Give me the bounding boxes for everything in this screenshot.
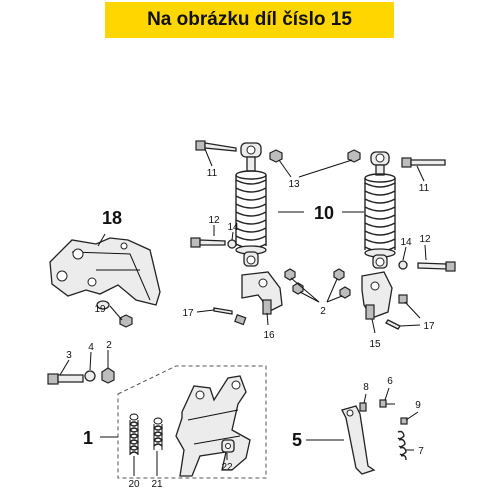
bolt-17-right[interactable] (385, 294, 408, 330)
callout-14: 14 (227, 222, 239, 233)
spring-20[interactable] (129, 413, 139, 455)
callout-3: 3 (66, 350, 72, 361)
title-banner: Na obrázku díl číslo 15 (105, 2, 394, 38)
nut-13-right[interactable] (347, 149, 361, 163)
callout-13: 13 (288, 179, 300, 190)
callout-10: 10 (314, 203, 334, 223)
bolt-11-right[interactable] (401, 157, 446, 168)
washer-4[interactable] (84, 370, 96, 382)
callout-9: 9 (415, 400, 421, 411)
callout-17: 17 (423, 321, 435, 332)
callout-18: 18 (102, 208, 122, 228)
bolt-8[interactable] (359, 402, 367, 412)
callout-22: 22 (221, 462, 233, 473)
callout-labels: 11 13 11 10 12 14 14 12 2 17 16 15 17 18… (66, 168, 435, 490)
nut-19[interactable] (119, 314, 133, 328)
bolt-3[interactable] (47, 373, 84, 385)
leader-lines (59, 148, 427, 476)
bolt-6[interactable] (379, 399, 395, 408)
right-shock-absorber[interactable] (364, 151, 396, 269)
bracket-15[interactable] (361, 271, 393, 320)
callout-6: 6 (387, 376, 393, 387)
bushing-22[interactable] (221, 439, 235, 453)
nut-13-left[interactable] (269, 149, 283, 163)
callout-4: 4 (88, 342, 94, 353)
nut-2-e[interactable] (101, 367, 115, 384)
callout-2: 2 (106, 340, 112, 351)
callout-11: 11 (419, 183, 430, 194)
callout-1: 1 (83, 428, 93, 448)
frame-bracket-18[interactable] (49, 237, 161, 306)
callout-11: 11 (207, 168, 218, 179)
callout-5: 5 (292, 430, 302, 450)
callout-17: 17 (182, 308, 194, 319)
washer-19[interactable] (96, 300, 110, 310)
callout-7: 7 (418, 446, 424, 457)
callout-16: 16 (263, 330, 275, 341)
callout-15: 15 (369, 339, 381, 350)
main-stand[interactable] (175, 375, 251, 477)
bolt-17-left[interactable] (213, 307, 247, 326)
bolt-11-left[interactable] (195, 140, 237, 152)
bracket-16[interactable] (241, 271, 283, 315)
callout-19: 19 (94, 304, 106, 315)
callout-2: 2 (320, 306, 326, 317)
spring-7[interactable] (397, 430, 407, 461)
left-shock-absorber[interactable] (235, 142, 267, 267)
bolt-9[interactable] (400, 417, 408, 425)
callout-14: 14 (400, 237, 412, 248)
callout-8: 8 (363, 382, 369, 393)
callout-21: 21 (151, 479, 163, 490)
nut-2-d[interactable] (339, 286, 351, 299)
washer-14-right[interactable] (398, 260, 408, 270)
bolt-12-left[interactable] (190, 237, 226, 248)
main-stand-group-outline (117, 365, 267, 479)
nut-2-a[interactable] (284, 268, 296, 281)
bolt-12-right[interactable] (417, 261, 456, 272)
callout-20: 20 (128, 479, 140, 490)
spring-21[interactable] (153, 417, 163, 450)
title-text: Na obrázku díl číslo 15 (147, 9, 352, 30)
callout-12: 12 (208, 215, 220, 226)
nut-2-c[interactable] (333, 268, 345, 281)
side-stand-5[interactable] (341, 405, 376, 475)
washer-14-left[interactable] (227, 239, 237, 249)
callout-12: 12 (419, 234, 431, 245)
